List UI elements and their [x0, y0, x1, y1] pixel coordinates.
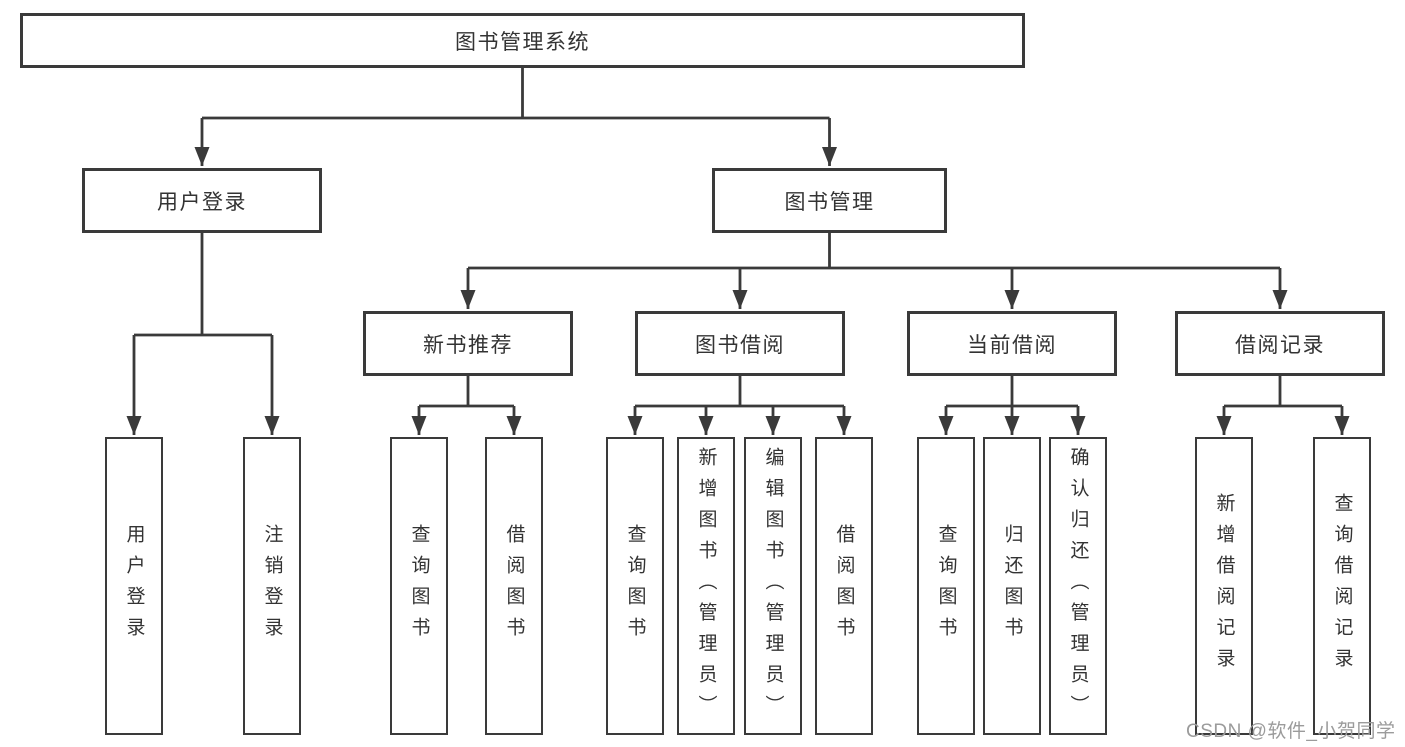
node-current-borrowing: 当前借阅	[907, 311, 1117, 376]
node-new-book-recommendation: 新书推荐	[363, 311, 573, 376]
csdn-watermark: CSDN @软件_小贺同学	[1186, 721, 1396, 742]
leaf-borrow-books: 借阅图书	[815, 437, 873, 735]
node-user-login: 用户登录	[82, 168, 322, 233]
leaf-logout-login: 注销登录	[243, 437, 301, 735]
leaf-label: 注销登录	[261, 524, 283, 648]
leaf-label: 新增图书（管理员）	[695, 446, 717, 726]
leaf-query-books-current: 查询图书	[917, 437, 975, 735]
leaf-add-borrow-record: 新增借阅记录	[1195, 437, 1253, 735]
leaf-label: 查询图书	[408, 524, 430, 648]
leaf-label: 借阅图书	[833, 524, 855, 648]
leaf-query-borrow-record: 查询借阅记录	[1313, 437, 1371, 735]
leaf-label: 确认归还（管理员）	[1067, 446, 1089, 726]
leaf-add-books-admin: 新增图书（管理员）	[677, 437, 735, 735]
leaf-confirm-return-admin: 确认归还（管理员）	[1049, 437, 1107, 735]
leaf-label: 查询图书	[935, 524, 957, 648]
leaf-borrow-books-recommend: 借阅图书	[485, 437, 543, 735]
leaf-user-login: 用户登录	[105, 437, 163, 735]
leaf-label: 查询图书	[624, 524, 646, 648]
node-book-borrowing: 图书借阅	[635, 311, 845, 376]
leaf-return-books: 归还图书	[983, 437, 1041, 735]
leaf-query-books-recommend: 查询图书	[390, 437, 448, 735]
node-library-management-system: 图书管理系统	[20, 13, 1025, 68]
leaf-label: 用户登录	[123, 524, 145, 648]
leaf-label: 归还图书	[1001, 524, 1023, 648]
node-book-management: 图书管理	[712, 168, 947, 233]
leaf-label: 新增借阅记录	[1213, 493, 1235, 679]
leaf-label: 编辑图书（管理员）	[762, 446, 784, 726]
leaf-query-books-borrow: 查询图书	[606, 437, 664, 735]
leaf-label: 借阅图书	[503, 524, 525, 648]
leaf-edit-books-admin: 编辑图书（管理员）	[744, 437, 802, 735]
leaf-label: 查询借阅记录	[1331, 493, 1353, 679]
node-borrowing-records: 借阅记录	[1175, 311, 1385, 376]
